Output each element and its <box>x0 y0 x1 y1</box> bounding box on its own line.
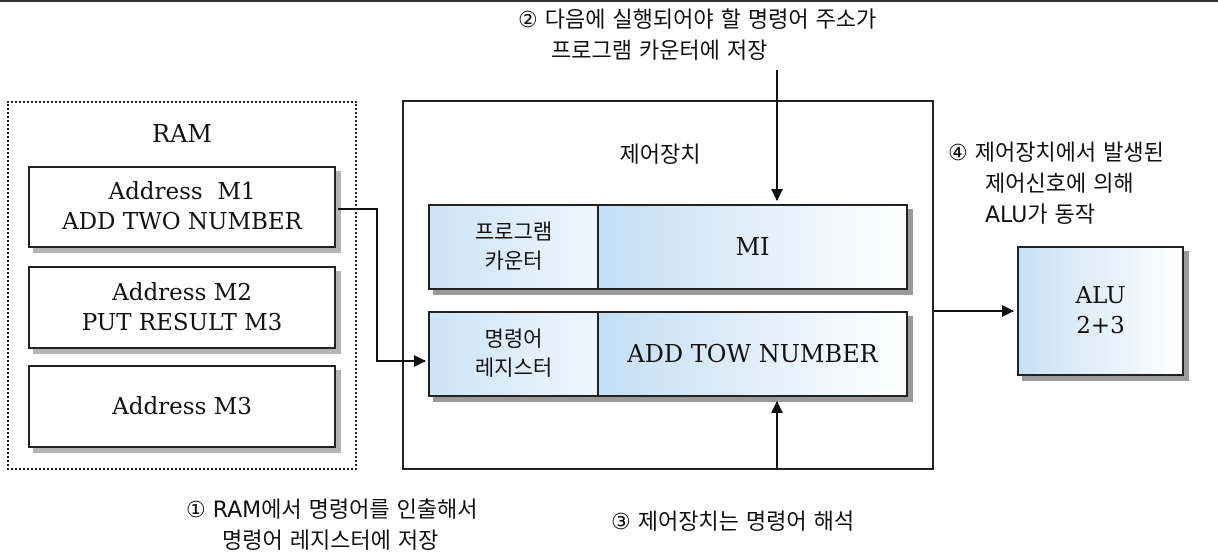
alu-label: ALU <box>1075 283 1126 309</box>
alu-operation: 2+3 <box>1076 313 1125 339</box>
note-step-3-line1: ③ 제어장치는 명령어 해석 <box>611 510 855 535</box>
program-counter-value: MI <box>599 206 906 288</box>
control-unit-title: 제어장치 <box>619 143 701 168</box>
note-step-4-line1: ④ 제어장치에서 발생된 <box>948 141 1164 166</box>
program-counter-label: 프로그램 카운터 <box>430 206 599 288</box>
note-step-3: ③ 제어장치는 명령어 해석 <box>611 507 854 538</box>
note-step-2-line1: ② 다음에 실행되어야 할 명령어 주소가 <box>518 8 877 33</box>
alu-box: ALU 2+3 <box>1017 246 1184 376</box>
note-step-2-line2: 프로그램 카운터에 저장 <box>551 39 768 64</box>
top-border <box>0 0 1218 2</box>
note-step-2: ② 다음에 실행되어야 할 명령어 주소가 프로그램 카운터에 저장 <box>518 5 876 67</box>
ram-cell-m3-address: Address M3 <box>112 393 252 420</box>
instruction-register-label-line2: 레지스터 <box>474 356 553 380</box>
note-step-4-line2: 제어신호에 의해 <box>985 172 1134 197</box>
note-step-4: ④ 제어장치에서 발생된 제어신호에 의해 ALU가 동작 <box>948 138 1164 231</box>
instruction-register-value: ADD TOW NUMBER <box>599 313 906 395</box>
ram-title: RAM <box>152 120 212 148</box>
note-step-1-line2: 명령어 레지스터에 저장 <box>222 529 439 554</box>
program-counter-label-line2: 카운터 <box>484 249 543 273</box>
note-step-4-line3: ALU가 동작 <box>985 203 1096 228</box>
ram-cell-m1-content: ADD TWO NUMBER <box>61 209 303 235</box>
ram-cell-m2-content: PUT RESULT M3 <box>81 309 283 336</box>
ram-cell-m1-address: Address M1 <box>108 179 256 205</box>
ram-cell-m1: Address M1 ADD TWO NUMBER <box>28 166 336 248</box>
note-step-1: ① RAM에서 명령어를 인출해서 명령어 레지스터에 저장 <box>186 495 478 557</box>
instruction-register: 명령어 레지스터 ADD TOW NUMBER <box>428 311 908 397</box>
ram-group <box>7 101 357 470</box>
note-step-1-line1: ① RAM에서 명령어를 인출해서 <box>186 498 478 523</box>
program-counter-register: 프로그램 카운터 MI <box>428 204 908 290</box>
program-counter-label-line1: 프로그램 <box>474 220 553 244</box>
ram-cell-m2-address: Address M2 <box>112 279 252 306</box>
instruction-register-label: 명령어 레지스터 <box>430 313 599 395</box>
ram-cell-m2: Address M2 PUT RESULT M3 <box>28 266 336 349</box>
instruction-register-label-line1: 명령어 <box>484 327 543 351</box>
ram-cell-m3: Address M3 <box>28 365 336 448</box>
fetch-arrow <box>338 208 426 367</box>
